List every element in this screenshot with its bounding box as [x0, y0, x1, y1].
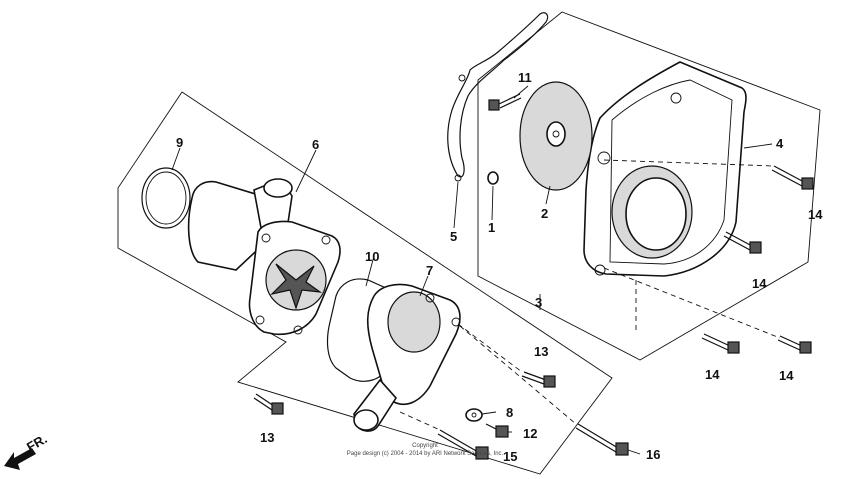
bolt-14-c: [701, 333, 740, 354]
callout-8: 8: [506, 405, 513, 420]
assembly-line: [399, 411, 441, 431]
pump-cover-bolt-hole: [425, 293, 435, 303]
gasket-hole: [454, 174, 462, 182]
callout-15: 15: [503, 449, 517, 464]
callout-11: 11: [518, 70, 532, 85]
callout-9: 9: [176, 135, 183, 150]
bolt-16: [575, 423, 629, 456]
cover-plate-hub: [546, 121, 566, 147]
cover-mount-hole: [597, 151, 611, 165]
bolt-13-left: [253, 393, 284, 415]
cover-mount-hole: [670, 92, 682, 104]
bolt-13-right: [521, 371, 556, 388]
flange-bolt-hole: [321, 235, 331, 245]
pump-cover-outlet-end: [353, 409, 379, 431]
callout-4: 4: [776, 136, 784, 151]
cover-inner-rim: [609, 79, 733, 265]
callout-10: 10: [365, 249, 379, 264]
bolt-14-b: [723, 231, 762, 254]
sealing-washer-hole: [471, 412, 477, 418]
callout-3: 3: [535, 295, 542, 310]
bolt-14-a: [771, 165, 814, 190]
callout-2: 2: [541, 206, 548, 221]
pump-inlet-end: [263, 178, 293, 198]
assembly-line: [603, 159, 775, 167]
callout-13-right: 13: [534, 344, 548, 359]
callout-1: 1: [488, 220, 495, 235]
front-arrow-indicator: FR.: [4, 431, 50, 470]
gasket-hole: [458, 74, 466, 82]
bolt-15: [437, 429, 489, 460]
plate-hub-hole: [552, 130, 560, 138]
copyright-line-2: Page design (c) 2004 - 2014 by ARI Netwo…: [347, 451, 504, 457]
callout-13-left: 13: [260, 430, 274, 445]
callout-14-c: 14: [705, 367, 720, 382]
sealing-washer: [465, 408, 483, 422]
callout-14-d: 14: [779, 368, 794, 383]
cover-gasket: [447, 12, 549, 178]
cover-mount-hole: [594, 264, 606, 276]
group-6-outline: [117, 91, 613, 475]
bolt-14-d: [777, 335, 812, 354]
callout-6: 6: [312, 137, 319, 152]
callout-7: 7: [426, 263, 433, 278]
callout-5: 5: [450, 229, 457, 244]
cover-outlet-inner: [625, 177, 687, 251]
assembly-line: [603, 267, 781, 339]
callout-14-a: 14: [808, 207, 823, 222]
assembly-line: [457, 323, 523, 373]
leader-lines: [171, 85, 773, 455]
copyright-line-1: Copyright: [412, 443, 438, 449]
callout-16: 16: [646, 447, 660, 462]
pump-body: [187, 180, 271, 271]
pump-cover-boss: [387, 291, 441, 353]
assembly-line: [459, 325, 577, 425]
front-arrow-icon: [4, 448, 36, 470]
pump-cover-bolt-hole: [451, 317, 461, 327]
o-ring-inner: [145, 171, 187, 225]
flange-bolt-hole: [255, 315, 265, 325]
o-ring: [141, 167, 191, 229]
impeller: [270, 263, 323, 310]
flange-bolt-hole: [261, 233, 271, 243]
callout-12: 12: [523, 426, 537, 441]
callout-14-b: 14: [752, 276, 767, 291]
group-3-outline: [477, 11, 821, 361]
bolt-12: [485, 423, 509, 438]
dowel-pin: [487, 171, 499, 185]
flange-bolt-hole: [293, 325, 303, 335]
